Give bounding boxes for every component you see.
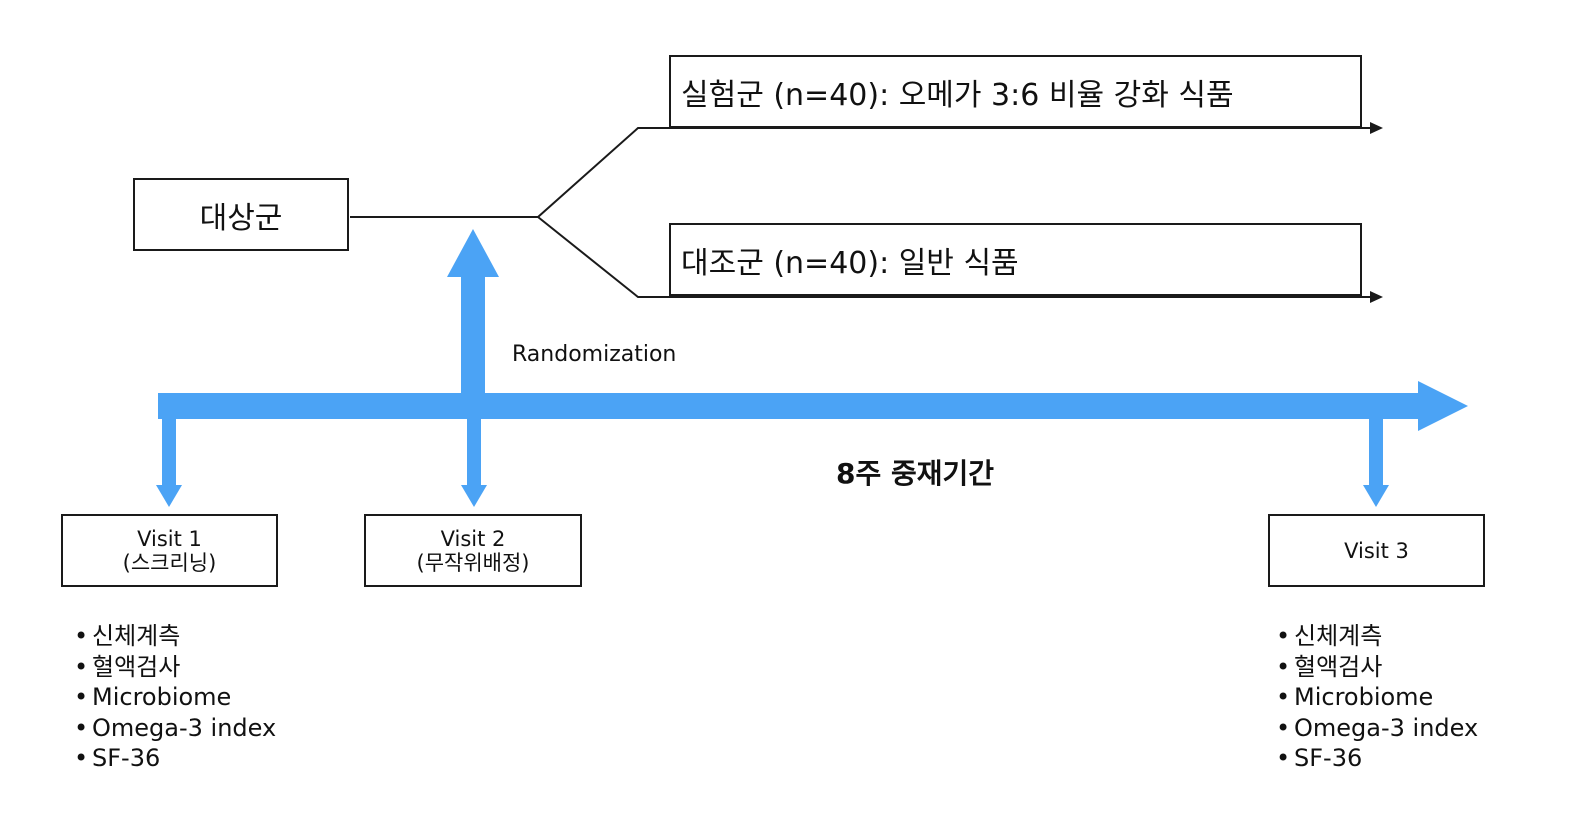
visit1-down-arrow-icon xyxy=(156,485,182,507)
visit3-title: Visit 3 xyxy=(1344,538,1409,563)
list-item: SF-36 xyxy=(1276,743,1478,774)
experimental-arrowhead-icon xyxy=(1370,122,1383,134)
visit1-subtitle: (스크리닝) xyxy=(122,550,217,575)
list-item: 신체계측 xyxy=(1276,621,1478,652)
visit2-down-arrow-icon xyxy=(461,485,487,507)
subject-group-box: 대상군 xyxy=(133,178,349,251)
list-item: 혈액검사 xyxy=(74,652,276,683)
visit2-arrow-shaft xyxy=(467,418,481,486)
list-item: Microbiome xyxy=(1276,682,1478,713)
timeline-bar xyxy=(158,393,1420,419)
subject-group-label: 대상군 xyxy=(199,200,283,236)
experimental-group-box: 실험군 (n=40): 오메가 3:6 비율 강화 식품 xyxy=(669,55,1362,128)
control-group-box: 대조군 (n=40): 일반 식품 xyxy=(669,223,1362,296)
visit3-box: Visit 3 xyxy=(1268,514,1485,587)
visit2-title: Visit 2 xyxy=(440,526,506,551)
up-arrow-icon xyxy=(447,229,499,277)
visit1-arrow-shaft xyxy=(162,418,176,486)
list-item: SF-36 xyxy=(74,743,276,774)
visit3-measurement-list: 신체계측 혈액검사 Microbiome Omega-3 index SF-36 xyxy=(1276,621,1478,774)
list-item: Omega-3 index xyxy=(74,713,276,744)
randomization-label: Randomization xyxy=(512,342,677,367)
intervention-period-label: 8주 중재기간 xyxy=(836,457,995,490)
list-item: 혈액검사 xyxy=(1276,652,1478,683)
list-item: Microbiome xyxy=(74,682,276,713)
visit1-measurement-list: 신체계측 혈액검사 Microbiome Omega-3 index SF-36 xyxy=(74,621,276,774)
control-arrowhead-icon xyxy=(1370,291,1383,303)
randomization-arrow-shaft xyxy=(461,275,485,395)
experimental-group-label: 실험군 (n=40): 오메가 3:6 비율 강화 식품 xyxy=(681,77,1234,113)
visit2-subtitle: (무작위배정) xyxy=(416,550,530,575)
list-item: Omega-3 index xyxy=(1276,713,1478,744)
visit3-arrow-shaft xyxy=(1369,418,1383,486)
experimental-branch-line xyxy=(537,127,1370,218)
control-branch-line xyxy=(537,216,1370,298)
right-arrow-icon xyxy=(1418,381,1468,431)
visit1-title: Visit 1 xyxy=(137,526,202,551)
list-item: 신체계측 xyxy=(74,621,276,652)
control-group-label: 대조군 (n=40): 일반 식품 xyxy=(681,245,1019,281)
visit3-down-arrow-icon xyxy=(1363,485,1389,507)
visit2-box: Visit 2 (무작위배정) xyxy=(364,514,582,587)
visit1-box: Visit 1 (스크리닝) xyxy=(61,514,278,587)
